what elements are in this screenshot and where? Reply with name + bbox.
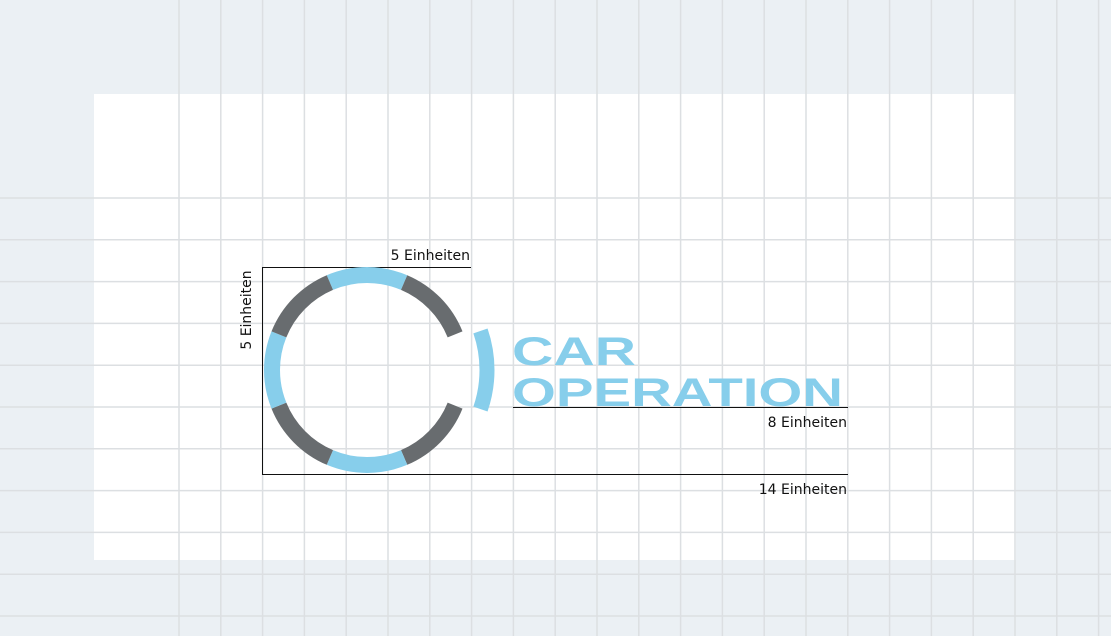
logo-text-car: CAR — [512, 330, 636, 374]
label-total-width: 14 Einheiten — [759, 482, 847, 498]
label-circle-width: 5 Einheiten — [391, 248, 470, 264]
ring-segment-gray — [400, 402, 463, 465]
ring-segment-gray — [400, 275, 463, 338]
ring-segment-gray — [271, 402, 334, 465]
ring-segment-blue — [326, 449, 408, 473]
dimension-lines — [262, 267, 848, 475]
logo-text-operation: OPERATION — [512, 371, 843, 415]
ring-segment-blue — [326, 267, 408, 291]
logo-ring — [264, 267, 495, 473]
ring-segment-gray — [271, 275, 334, 338]
ring-segment-blue — [264, 331, 287, 409]
ring-outer-accent-arc — [473, 328, 495, 412]
label-text-width: 8 Einheiten — [768, 415, 847, 431]
label-circle-height: 5 Einheiten — [239, 270, 255, 349]
